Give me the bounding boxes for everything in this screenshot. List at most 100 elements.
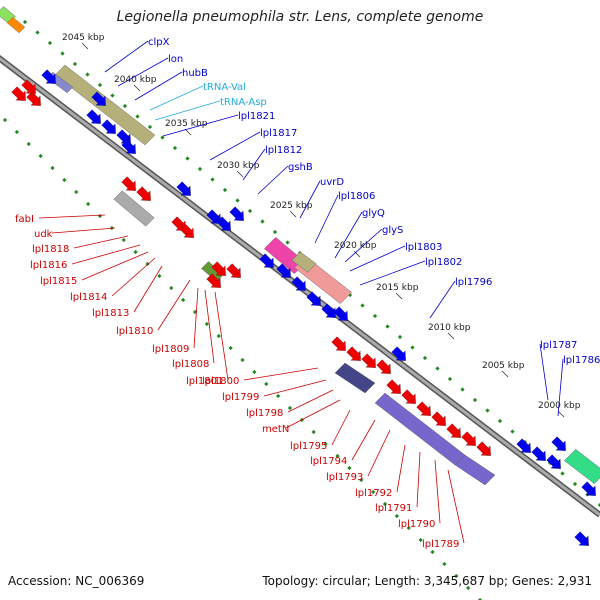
upper-tick-dot (97, 82, 103, 88)
upper-tick-dot (185, 156, 190, 161)
forward-gene-arrow (306, 291, 321, 306)
reverse-gene-arrow (121, 176, 136, 191)
kbp-tick-label: 2010 kbp (428, 323, 471, 333)
upper-tick-dot (285, 240, 290, 245)
upper-tick-dot (385, 324, 390, 329)
reverse-gene-label: lpl1791 (375, 503, 412, 514)
upper-tick-dot (560, 471, 565, 476)
lower-tick-dot (97, 213, 103, 219)
reverse-label-leader (81, 251, 149, 281)
lower-tick-dot (311, 429, 316, 435)
forward-gene-arrow (121, 139, 136, 154)
reverse-gene-arrow (346, 346, 361, 361)
reverse-gene-arrow (361, 353, 376, 368)
forward-gene-arrow (333, 306, 348, 321)
reverse-gene-label: fabI (15, 214, 34, 225)
kbp-tick-mark (447, 332, 455, 340)
reverse-gene-label: lpl1818 (32, 244, 69, 255)
lower-tick-dot (2, 117, 8, 123)
reverse-gene-arrow (446, 423, 461, 438)
reverse-gene-label: lpl1809 (152, 344, 189, 355)
reverse-gene-arrow (21, 79, 36, 94)
upper-tick-dot (47, 40, 53, 46)
reverse-gene-label: lpl1810 (116, 326, 153, 337)
lower-tick-dot (477, 597, 483, 600)
kbp-tick-label: 2025 kbp (270, 201, 313, 211)
cds-band (113, 190, 155, 227)
reverse-gene-arrow (401, 389, 416, 404)
lower-tick-dot (371, 489, 376, 495)
lower-tick-dot (50, 165, 55, 171)
reverse-gene-label: lpl1792 (355, 488, 392, 499)
upper-tick-dot (135, 114, 140, 119)
forward-label-leader (334, 211, 363, 259)
lower-tick-dot (347, 465, 352, 471)
reverse-label-leader (214, 291, 229, 381)
forward-label-leader (104, 40, 149, 73)
upper-tick-dot (60, 51, 65, 56)
upper-tick-dot (172, 145, 178, 151)
upper-tick-dot (485, 408, 490, 413)
kbp-tick-label: 2005 kbp (482, 361, 525, 371)
reverse-label-leader (263, 379, 327, 397)
forward-label-leader (209, 131, 261, 161)
forward-gene-label: uvrD (320, 177, 344, 188)
cds-band (291, 251, 317, 273)
lower-tick-dot (14, 129, 19, 135)
upper-tick-dot (410, 345, 415, 350)
forward-label-leader (557, 358, 564, 417)
forward-gene-label: clpX (148, 37, 170, 48)
forward-gene-label: lon (168, 54, 183, 65)
reverse-gene-label: lpl1794 (310, 456, 347, 467)
forward-label-leader (134, 71, 183, 101)
lower-tick-dot (157, 273, 162, 279)
upper-tick-dot (122, 103, 128, 109)
forward-label-leader (349, 245, 406, 272)
forward-gene-arrow (546, 454, 561, 469)
reverse-gene-label: lpl1813 (92, 308, 129, 319)
reverse-gene-label: lpl1816 (30, 260, 67, 271)
lower-tick-dot (240, 357, 245, 363)
kbp-tick-mark (289, 210, 297, 218)
upper-tick-dot (435, 366, 440, 371)
accession-text: Accession: NC_006369 (8, 574, 144, 588)
cds-band (454, 454, 496, 486)
reverse-gene-arrow (136, 186, 151, 201)
kbp-tick-label: 2035 kbp (165, 119, 208, 129)
upper-tick-dot (510, 429, 515, 434)
kbp-tick-mark (236, 170, 244, 178)
reverse-label-leader (416, 451, 421, 508)
kbp-tick-label: 2020 kbp (334, 241, 377, 251)
reverse-label-leader (111, 257, 156, 297)
accession-label: Accession: (8, 574, 72, 588)
reverse-gene-label: lpl1790 (398, 519, 435, 530)
lower-tick-dot (38, 153, 43, 159)
upper-tick-dot (447, 376, 453, 382)
upper-tick-dot (460, 387, 465, 392)
reverse-label-leader (396, 444, 406, 493)
lower-tick-dot (74, 189, 79, 195)
lower-tick-dot (133, 249, 138, 255)
reverse-gene-label: lpl1814 (70, 292, 107, 303)
forward-gene-label: gshB (288, 162, 313, 173)
reverse-label-leader (71, 244, 141, 265)
reverse-label-leader (193, 287, 199, 349)
upper-tick-dot (110, 93, 115, 98)
kbp-tick-label: 2000 kbp (538, 401, 581, 411)
lower-tick-dot (466, 585, 471, 591)
lower-tick-dot (276, 393, 281, 399)
forward-label-leader (344, 228, 383, 263)
lower-tick-dot (62, 177, 67, 183)
forward-label-leader (162, 114, 239, 137)
lower-tick-dot (359, 477, 364, 483)
forward-gene-arrow (91, 91, 106, 106)
reverse-label-leader (51, 227, 116, 234)
forward-gene-arrow (291, 276, 306, 291)
forward-gene-arrow (86, 109, 101, 124)
lower-tick-dot (264, 381, 269, 387)
reverse-gene-arrow (211, 261, 226, 276)
forward-gene-arrow (531, 446, 546, 461)
lower-tick-dot (406, 525, 411, 531)
